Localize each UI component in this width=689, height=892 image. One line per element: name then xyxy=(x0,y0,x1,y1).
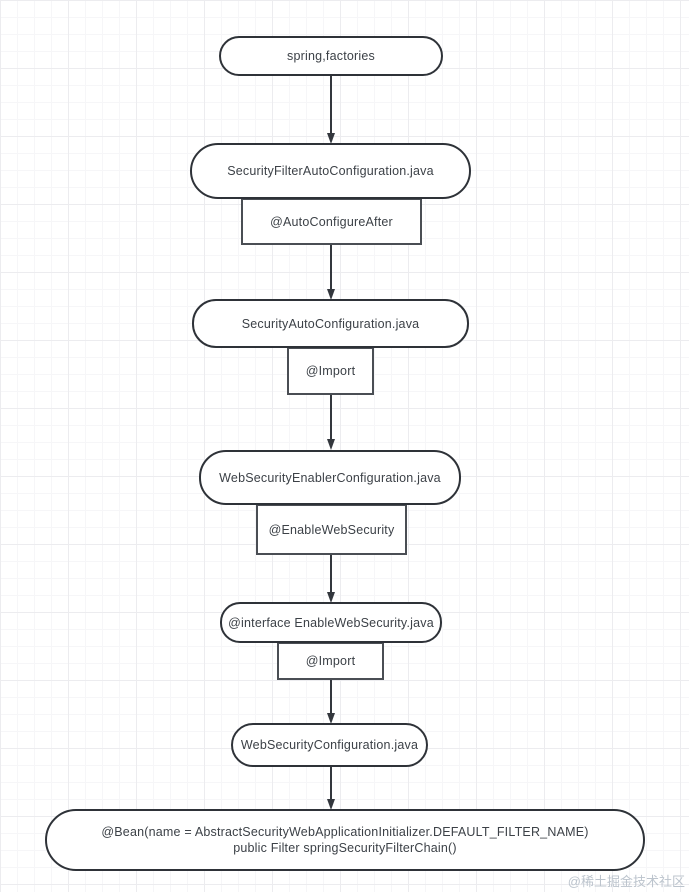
arrow-line xyxy=(330,395,332,439)
annotation-label: @Import xyxy=(305,364,356,378)
node-security-auto-configuration: SecurityAutoConfiguration.java xyxy=(192,299,469,348)
arrow-down-icon xyxy=(325,245,337,300)
node-label: @interface EnableWebSecurity.java xyxy=(228,615,434,630)
arrow-down-icon xyxy=(325,555,337,603)
node-interface-enable-web-security: @interface EnableWebSecurity.java xyxy=(220,602,442,643)
annotation-enable-web-security: @EnableWebSecurity xyxy=(256,504,407,555)
node-label: SecurityFilterAutoConfiguration.java xyxy=(227,164,434,178)
node-security-filter-auto-configuration: SecurityFilterAutoConfiguration.java xyxy=(190,143,471,199)
arrow-line xyxy=(330,555,332,592)
node-label: SecurityAutoConfiguration.java xyxy=(241,316,420,331)
annotation-label: @Import xyxy=(305,654,356,668)
arrow-down-icon xyxy=(325,680,337,724)
watermark-juejin: @稀土掘金技术社区 xyxy=(567,874,685,889)
node-web-security-configuration: WebSecurityConfiguration.java xyxy=(231,723,428,767)
node-label: WebSecurityEnablerConfiguration.java xyxy=(219,470,441,485)
arrowhead-icon xyxy=(327,713,335,724)
arrow-down-icon xyxy=(325,76,337,144)
node-label: WebSecurityConfiguration.java xyxy=(240,738,419,752)
arrow-line xyxy=(330,680,332,713)
node-label: spring,factories xyxy=(287,49,375,63)
arrow-down-icon xyxy=(325,767,337,810)
arrow-line xyxy=(330,767,332,799)
arrowhead-icon xyxy=(327,133,335,144)
annotation-auto-configure-after: @AutoConfigureAfter xyxy=(241,198,422,245)
arrowhead-icon xyxy=(327,439,335,450)
annotation-label: @EnableWebSecurity xyxy=(268,522,395,537)
node-label-line1: @Bean(name = AbstractSecurityWebApplicat… xyxy=(101,825,589,839)
annotation-import-1: @Import xyxy=(287,347,374,395)
arrowhead-icon xyxy=(327,799,335,810)
arrowhead-icon xyxy=(327,289,335,300)
annotation-label: @AutoConfigureAfter xyxy=(270,214,393,229)
node-web-security-enabler-configuration: WebSecurityEnablerConfiguration.java xyxy=(199,450,461,505)
node-bean-spring-security-filter-chain: @Bean(name = AbstractSecurityWebApplicat… xyxy=(45,809,645,871)
arrowhead-icon xyxy=(327,592,335,603)
node-spring-factories: spring,factories xyxy=(219,36,443,76)
annotation-import-2: @Import xyxy=(277,642,384,680)
arrow-line xyxy=(330,76,332,133)
arrow-down-icon xyxy=(325,395,337,450)
arrow-line xyxy=(330,245,332,289)
node-label-line2: public Filter springSecurityFilterChain(… xyxy=(233,841,457,855)
